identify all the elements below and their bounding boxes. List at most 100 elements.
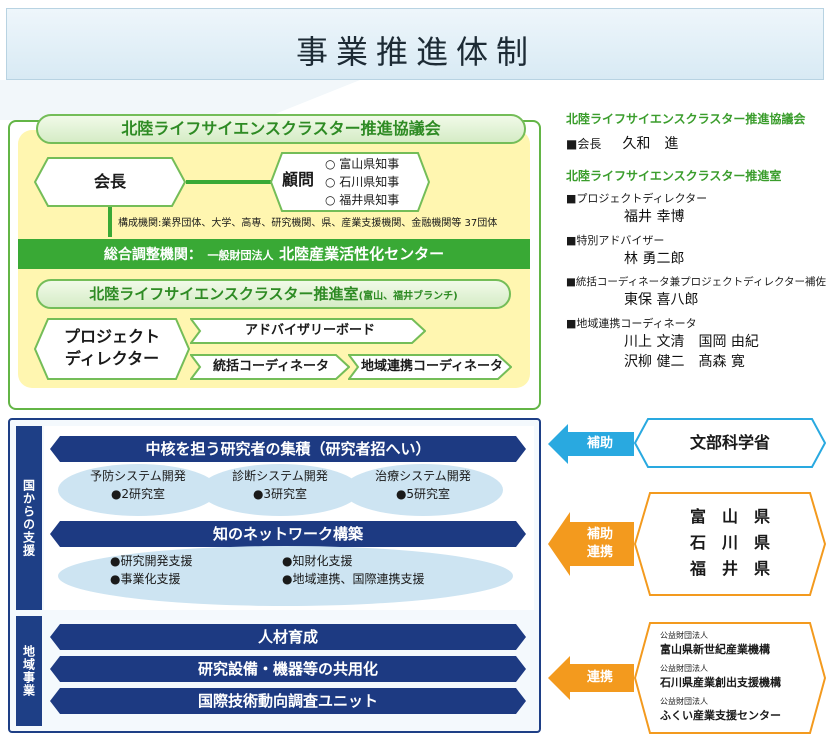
regional-coordinator-shape: [348, 354, 512, 380]
lab-item: 診断システム開発 ●3研究室: [200, 467, 360, 503]
lab-name: 治療システム開発: [375, 469, 471, 483]
collab-arrow-label: 連携: [586, 670, 613, 685]
advisor-item: ○ 富山県知事: [325, 157, 400, 171]
arrow-line: 連携: [586, 545, 613, 560]
arrow-line: 補助: [586, 527, 613, 542]
network-item: ●地域連携、国際連携支援: [282, 572, 425, 586]
chair-down-connector: [108, 207, 112, 237]
lab-oval: [200, 464, 360, 516]
lab-count: ●5研究室: [395, 487, 451, 501]
prefecture-item: 石 川 県: [689, 533, 770, 552]
right-chair-label: ■会長: [566, 137, 602, 151]
foundation-name: ふくい産業支援センター: [660, 709, 781, 722]
council-name: 北陸ライフサイエンスクラスター推進協議会: [36, 114, 526, 144]
foundation-name: 富山県新世紀産業機構: [660, 643, 770, 656]
coordinator-bar: 総合調整機関： 一般財団法人 北陸産業活性化センター: [18, 239, 530, 269]
office-title: 北陸ライフサイエンスクラスター推進室(富山、福井ブランチ): [36, 279, 511, 309]
chair-label: 会長: [93, 172, 126, 191]
advisor-item: ○ 福井県知事: [325, 193, 400, 207]
collab-arrow: [548, 656, 634, 700]
lab-name: 予防システム開発: [90, 469, 186, 483]
right-role-name: 林 勇二郎: [624, 251, 685, 267]
regional-bar-3: 国際技術動向調査ユニット: [50, 688, 526, 714]
network-item: ●事業化支援: [110, 572, 181, 586]
right-role-name: 川上 文清 国岡 由紀: [624, 334, 759, 350]
subsidy-collab-arrow: [548, 512, 634, 576]
advisor-list: ○ 富山県知事 ○ 石川県知事 ○ 福井県知事: [325, 155, 399, 209]
regional-label: 地域事業: [16, 616, 42, 726]
coordinator-name: 北陸産業活性化センター: [279, 245, 445, 263]
right-role-title: ■地域連携コーディネータ: [566, 317, 697, 330]
advisory-board: アドバイザリーボード: [244, 323, 375, 338]
lab-item: 予防システム開発 ●2研究室: [58, 467, 218, 503]
title-banner: 事業推進体制: [6, 8, 824, 80]
office-name: 北陸ライフサイエンスクラスター推進室: [89, 285, 359, 303]
mext-name: 文部科学省: [689, 433, 770, 452]
right-role-title: ■特別アドバイザー: [566, 234, 665, 247]
page-title: 事業推進体制: [295, 33, 536, 71]
right-role-title: ■統括コーディネータ兼プロジェクトディレクター補佐: [566, 276, 827, 288]
lab-oval: [343, 464, 503, 516]
prefecture-list: 富 山 県 石 川 県 福 井 県: [650, 504, 810, 582]
lab-oval: [58, 464, 218, 516]
researcher-bar: 中核を担う研究者の集積（研究者招へい）: [50, 436, 526, 462]
right-info: 北陸ライフサイエンスクラスター推進協議会 ■会長 久和 進 北陸ライフサイエンス…: [566, 110, 828, 371]
right-chair: ■会長 久和 進: [566, 133, 828, 153]
subsidy-arrow-label: 補助: [586, 436, 613, 451]
director-line: ディレクター: [64, 349, 160, 368]
foundation-box: [634, 622, 826, 734]
network-items-left: ●研究開発支援 ●事業化支援: [110, 552, 192, 588]
regional-coordinator: 地域連携コーディネータ: [360, 359, 504, 374]
chair-advisor-connector: [186, 180, 272, 184]
right-role: ■統括コーディネータ兼プロジェクトディレクター補佐 東保 喜八郎: [566, 274, 828, 309]
prefecture-box: [634, 492, 826, 596]
network-item: ●研究開発支援: [110, 554, 193, 568]
network-oval: [58, 546, 513, 606]
council-members: 構成機関:業界団体、大学、高専、研究機関、県、産業支援機関、金融機関等 37団体: [118, 218, 498, 229]
right-role-name: 東保 喜八郎: [624, 292, 699, 308]
network-item: ●知財化支援: [282, 554, 353, 568]
lab-item: 治療システム開発 ●5研究室: [343, 467, 503, 503]
right-role-name: 福井 幸博: [624, 209, 685, 225]
chief-coordinator: 統括コーディネータ: [212, 359, 330, 374]
chair-box: [34, 157, 186, 207]
national-support-label: 国からの支援: [16, 426, 42, 610]
right-role: ■特別アドバイザー 林 勇二郎: [566, 232, 828, 268]
right-role: ■プロジェクトディレクター 福井 幸博: [566, 190, 828, 226]
lab-count: ●3研究室: [252, 487, 308, 501]
right-council-head: 北陸ライフサイエンスクラスター推進協議会: [566, 112, 806, 126]
director-label: プロジェクト ディレクター: [34, 326, 190, 370]
decorative-shape: [0, 80, 360, 120]
prefecture-item: 富 山 県: [689, 507, 770, 526]
prefecture-item: 福 井 県: [689, 559, 770, 578]
foundation-name: 石川県産業創出支援機構: [660, 676, 781, 689]
regional-bar-1: 人材育成: [50, 624, 526, 650]
network-bar: 知のネットワーク構築: [50, 521, 526, 547]
subsidy-arrow: [548, 424, 634, 464]
lab-name: 診断システム開発: [232, 469, 328, 483]
office-branch: (富山、福井ブランチ): [358, 291, 458, 302]
advisor-label: 顧問: [282, 170, 315, 189]
director-box: [34, 318, 190, 380]
regional-bar-2: 研究設備・機器等の共用化: [50, 656, 526, 682]
foundation-type: 公益財団法人: [660, 664, 708, 673]
director-line: プロジェクト: [63, 327, 160, 346]
right-role-name: 沢柳 健二 髙森 寛: [624, 354, 745, 370]
right-role: ■地域連携コーディネータ 川上 文清 国岡 由紀 沢柳 健二 髙森 寛: [566, 315, 828, 371]
lab-count: ●2研究室: [110, 487, 166, 501]
coordinator-label: 総合調整機関：: [103, 247, 202, 263]
subsidy-collab-label: 補助 連携: [572, 526, 628, 562]
foundation-list: 公益財団法人 富山県新世紀産業機構 公益財団法人 石川県産業創出支援機構 公益財…: [660, 630, 820, 723]
right-chair-name: 久和 進: [622, 136, 679, 152]
foundation-type: 公益財団法人: [660, 631, 708, 640]
mext-box: [634, 418, 826, 468]
advisory-board-shape: [190, 318, 426, 344]
network-items-right: ●知財化支援 ●地域連携、国際連携支援: [282, 552, 424, 588]
advisor-box: [270, 152, 430, 212]
advisor-item: ○ 石川県知事: [325, 175, 400, 189]
right-office-head: 北陸ライフサイエンスクラスター推進室: [566, 169, 782, 183]
foundation-type: 公益財団法人: [660, 697, 708, 706]
right-role-title: ■プロジェクトディレクター: [566, 192, 708, 205]
chief-coordinator-shape: [190, 354, 350, 380]
coordinator-type: 一般財団法人: [207, 249, 274, 262]
